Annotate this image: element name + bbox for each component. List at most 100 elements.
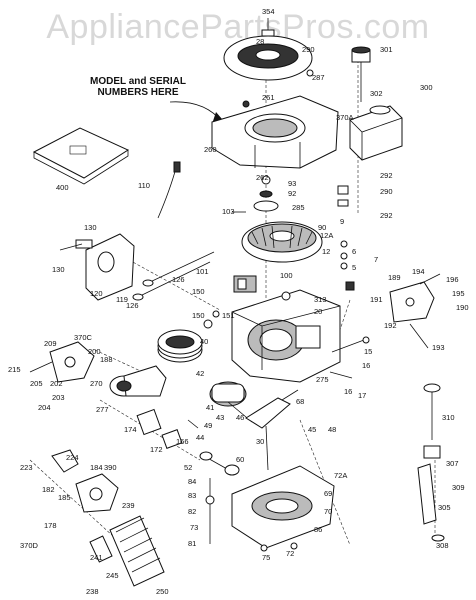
part-labels: 354 28 290 287 301 300 302 261 370A 260 … bbox=[8, 7, 469, 596]
label-119: 119 bbox=[116, 295, 128, 304]
label-5: 5 bbox=[352, 263, 356, 272]
label-73: 73 bbox=[190, 523, 198, 532]
label-42: 42 bbox=[196, 369, 204, 378]
label-182: 182 bbox=[42, 485, 55, 494]
label-193: 193 bbox=[432, 343, 445, 352]
label-370D: 370D bbox=[20, 541, 39, 550]
label-9: 9 bbox=[340, 217, 344, 226]
label-245: 245 bbox=[106, 571, 119, 580]
fuel-pump bbox=[51, 449, 119, 513]
label-190: 190 bbox=[456, 303, 469, 312]
valves bbox=[132, 251, 215, 301]
label-93: 93 bbox=[288, 179, 296, 188]
exhaust-gaskets bbox=[136, 408, 183, 449]
label-41: 41 bbox=[206, 403, 214, 412]
label-184: 184 bbox=[90, 463, 103, 472]
label-200: 200 bbox=[88, 347, 101, 356]
label-130-left: 130 bbox=[52, 265, 65, 274]
label-103: 103 bbox=[222, 207, 235, 216]
label-130-top: 130 bbox=[84, 223, 97, 232]
label-185: 185 bbox=[58, 493, 71, 502]
label-82: 82 bbox=[188, 507, 196, 516]
model-serial-callout: MODEL and SERIAL NUMBERS HERE bbox=[83, 76, 193, 98]
camshaft bbox=[199, 451, 240, 476]
label-239: 239 bbox=[122, 501, 135, 510]
label-400: 400 bbox=[56, 183, 69, 192]
callout-line-2: NUMBERS HERE bbox=[97, 87, 179, 98]
label-100: 100 bbox=[280, 271, 293, 280]
label-120: 120 bbox=[90, 289, 103, 298]
label-305: 305 bbox=[438, 503, 451, 512]
label-178: 178 bbox=[44, 521, 57, 530]
label-172: 172 bbox=[150, 445, 163, 454]
label-209: 209 bbox=[44, 339, 57, 348]
label-195: 195 bbox=[452, 289, 465, 298]
label-188: 188 bbox=[100, 355, 113, 364]
label-68: 68 bbox=[296, 397, 304, 406]
label-285: 285 bbox=[292, 203, 305, 212]
label-301: 301 bbox=[380, 45, 393, 54]
carburetor-assembly bbox=[59, 233, 135, 301]
label-390: 390 bbox=[104, 463, 117, 472]
label-16-bottom: 16 bbox=[344, 387, 352, 396]
label-250: 250 bbox=[156, 587, 169, 596]
label-45: 45 bbox=[308, 425, 316, 434]
label-354: 354 bbox=[262, 7, 275, 16]
label-290-tank: 290 bbox=[380, 187, 393, 196]
label-313: 313 bbox=[314, 295, 327, 304]
label-192: 192 bbox=[384, 321, 397, 330]
label-49: 49 bbox=[204, 421, 212, 430]
blower-housing bbox=[211, 95, 339, 169]
label-90: 90 bbox=[318, 223, 326, 232]
label-17: 17 bbox=[358, 391, 366, 400]
label-15: 15 bbox=[364, 347, 372, 356]
label-12: 12 bbox=[322, 247, 330, 256]
label-260: 260 bbox=[204, 145, 217, 154]
label-270: 270 bbox=[90, 379, 103, 388]
label-110: 110 bbox=[138, 181, 150, 190]
label-203: 203 bbox=[52, 393, 65, 402]
label-292-top: 292 bbox=[380, 171, 393, 180]
label-302: 302 bbox=[370, 89, 383, 98]
label-72: 72 bbox=[286, 549, 294, 558]
label-205: 205 bbox=[30, 379, 43, 388]
label-370A: 370A bbox=[336, 113, 354, 122]
label-290: 290 bbox=[302, 45, 315, 54]
muffler bbox=[109, 365, 167, 397]
label-307: 307 bbox=[446, 459, 459, 468]
piston-and-rod bbox=[209, 381, 253, 423]
label-7: 7 bbox=[374, 255, 378, 264]
label-287: 287 bbox=[312, 73, 325, 82]
label-83: 83 bbox=[188, 491, 196, 500]
flywheel bbox=[241, 190, 323, 263]
label-81: 81 bbox=[188, 539, 196, 548]
label-75: 75 bbox=[262, 553, 270, 562]
oil-fill-tube bbox=[417, 383, 445, 542]
label-275: 275 bbox=[316, 375, 329, 384]
label-12A: 12A bbox=[320, 231, 333, 240]
label-101: 101 bbox=[196, 267, 209, 276]
label-166: 166 bbox=[176, 437, 189, 446]
label-224: 224 bbox=[66, 453, 79, 462]
label-16-top: 16 bbox=[362, 361, 370, 370]
label-40: 40 bbox=[200, 337, 208, 346]
label-43: 43 bbox=[216, 413, 224, 422]
fuel-tank bbox=[349, 46, 403, 161]
label-84: 84 bbox=[188, 477, 196, 486]
label-30: 30 bbox=[256, 437, 264, 446]
label-28: 28 bbox=[256, 37, 264, 46]
recoil-starter bbox=[223, 18, 314, 81]
label-72A: 72A bbox=[334, 471, 347, 480]
label-300: 300 bbox=[420, 83, 433, 92]
label-126-bottom: 126 bbox=[126, 301, 139, 310]
label-86: 86 bbox=[314, 525, 322, 534]
label-310: 310 bbox=[442, 413, 455, 422]
label-189: 189 bbox=[388, 273, 401, 282]
label-292-bottom: 292 bbox=[380, 211, 393, 220]
label-174: 174 bbox=[124, 425, 137, 434]
fasteners bbox=[187, 175, 355, 552]
control-bracket bbox=[389, 273, 441, 349]
label-150-mid: 150 bbox=[192, 311, 205, 320]
